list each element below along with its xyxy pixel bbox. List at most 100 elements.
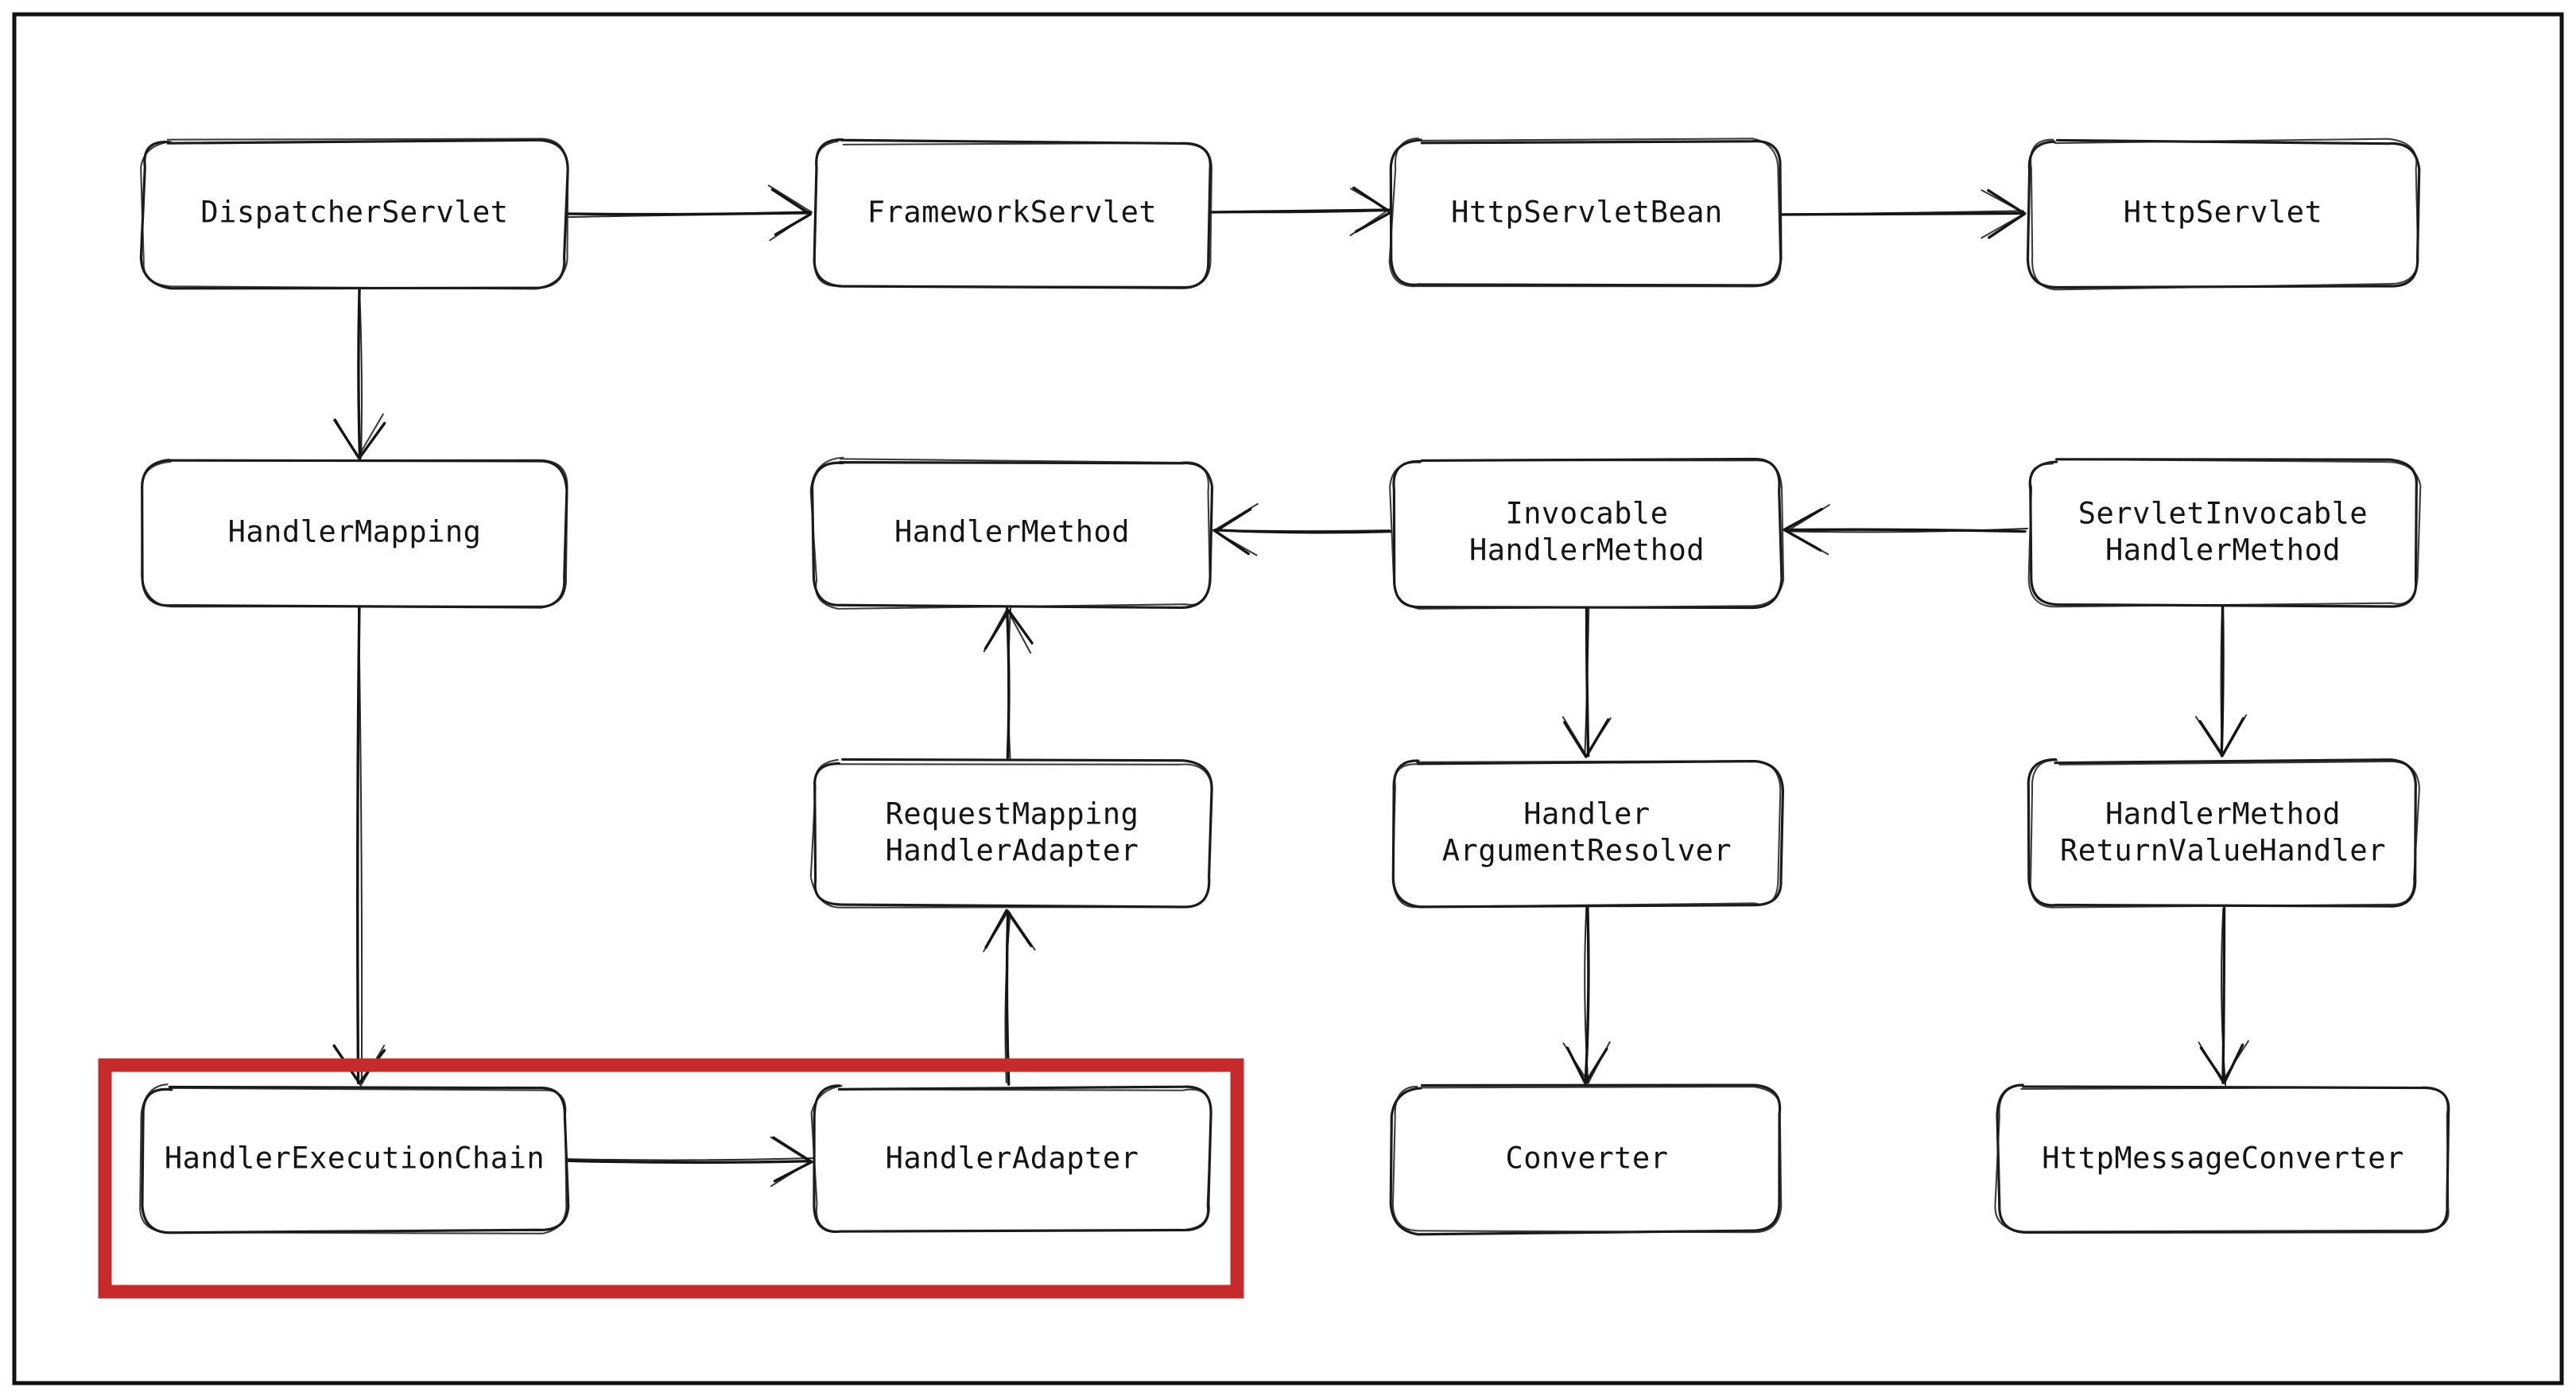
node-label: FrameworkServlet xyxy=(867,196,1157,230)
node-outline-sketch xyxy=(1391,760,1782,909)
node-outline xyxy=(2027,758,2417,908)
node-label: ArgumentResolver xyxy=(1442,834,1732,868)
arrow-head-icon xyxy=(772,1136,813,1183)
edge-line xyxy=(1783,528,2027,533)
arrow-head-sketch-icon xyxy=(1349,188,1390,237)
edge-line-sketch xyxy=(357,606,363,1083)
arrow-head-sketch-icon xyxy=(334,413,384,459)
edge-requestmapping-to-handlermethod xyxy=(983,606,1034,761)
edge-line-sketch xyxy=(1584,607,1590,756)
edge-line-sketch xyxy=(1007,606,1012,761)
edge-line xyxy=(356,606,361,1084)
node-label: HandlerMapping xyxy=(228,515,482,549)
node-handler-method[interactable]: HandlerMethod xyxy=(809,456,1214,610)
diagram-frame xyxy=(12,12,2564,1385)
node-http-servlet[interactable]: HttpServlet xyxy=(2026,138,2421,291)
node-framework-servlet[interactable]: FrameworkServlet xyxy=(813,138,1212,289)
node-handler-mapping[interactable]: HandlerMapping xyxy=(141,459,568,609)
node-outline-sketch xyxy=(813,140,1212,288)
arrow-head-sketch-icon xyxy=(1562,1041,1611,1083)
edge-servletinvocable-to-invocable xyxy=(1783,504,2029,556)
node-outline-sketch xyxy=(809,758,1213,909)
edge-handlermapping-to-handlerexecutionchain xyxy=(332,606,386,1087)
edge-line-sketch xyxy=(2220,606,2223,758)
node-outline-sketch xyxy=(141,459,568,608)
node-outline-sketch xyxy=(1391,1085,1783,1234)
arrow-head-sketch-icon xyxy=(767,184,813,242)
node-label: Invocable xyxy=(1506,497,1669,531)
node-label: ReturnValueHandler xyxy=(2060,834,2386,868)
node-label: HandlerAdapter xyxy=(886,1141,1139,1176)
edge-servletinvocable-to-returnvaluehandler xyxy=(2194,604,2248,758)
edge-line xyxy=(567,1159,813,1165)
node-label: Handler xyxy=(1523,797,1650,831)
edge-line-sketch xyxy=(1785,527,2029,533)
handler-adapter-highlight-box xyxy=(98,1058,1244,1299)
edge-invocable-to-argumentresolver xyxy=(1562,607,1612,758)
arrow-head-sketch-icon xyxy=(983,910,1036,952)
node-outline xyxy=(141,1085,570,1234)
edge-line-sketch xyxy=(566,1157,814,1161)
node-outline xyxy=(1389,138,1783,287)
node-http-message-converter[interactable]: HttpMessageConverter xyxy=(1994,1083,2450,1234)
node-converter[interactable]: Converter xyxy=(1389,1083,1783,1236)
node-label: HandlerMethod xyxy=(2105,533,2341,568)
arrow-head-sketch-icon xyxy=(1980,189,2026,239)
node-label: HttpMessageConverter xyxy=(2042,1141,2404,1176)
node-label: HandlerMethod xyxy=(2105,797,2341,831)
node-label: ServletInvocable xyxy=(2078,497,2368,531)
edge-dispatcher-to-handlermapping xyxy=(333,285,386,461)
node-handler-adapter[interactable]: HandlerAdapter xyxy=(810,1084,1212,1234)
arrow-head-sketch-icon xyxy=(1562,715,1612,757)
node-label: HttpServlet xyxy=(2124,196,2323,230)
edge-line-sketch xyxy=(1584,905,1589,1084)
edges-layer xyxy=(332,184,2249,1188)
edge-dispatcher-to-framework xyxy=(564,184,813,242)
node-outline-sketch xyxy=(810,1085,1212,1233)
node-outline-sketch xyxy=(2027,458,2422,608)
edge-line-sketch xyxy=(358,285,363,459)
edge-line-sketch xyxy=(1212,529,1391,533)
edge-line-sketch xyxy=(1781,210,2024,215)
node-outline-sketch xyxy=(2029,759,2420,909)
node-label: HandlerExecutionChain xyxy=(165,1141,545,1176)
edge-argumentresolver-to-converter xyxy=(1562,905,1611,1085)
nodes-layer: DispatcherServlet FrameworkServlet HttpSer… xyxy=(139,137,2450,1236)
edge-line xyxy=(357,285,362,461)
node-label: HandlerMethod xyxy=(894,515,1130,549)
node-outline-sketch xyxy=(1389,459,1785,610)
edge-handlerexecutionchain-to-handleradapter xyxy=(566,1136,814,1188)
arrow-head-sketch-icon xyxy=(770,1136,811,1188)
arrow-head-sketch-icon xyxy=(2194,714,2248,758)
arrow-head-sketch-icon xyxy=(1212,502,1259,556)
node-outline-sketch xyxy=(809,456,1211,610)
node-label: Converter xyxy=(1506,1141,1669,1176)
edge-framework-to-httpservletbean xyxy=(1207,186,1394,237)
node-outline-sketch xyxy=(2030,138,2419,291)
edge-invocable-to-handlermethod xyxy=(1212,502,1392,556)
node-label: RequestMapping xyxy=(886,797,1139,831)
node-label: HandlerAdapter xyxy=(886,834,1139,868)
arrow-head-sketch-icon xyxy=(983,608,1032,654)
edge-line-sketch xyxy=(567,212,811,219)
edge-handleradapter-to-requestmapping xyxy=(983,909,1036,1086)
node-outline-sketch xyxy=(140,138,569,290)
arrow-head-sketch-icon xyxy=(1786,504,1830,556)
node-handler-execution-chain[interactable]: HandlerExecutionChain xyxy=(139,1083,570,1234)
node-label: HandlerMethod xyxy=(1469,533,1705,568)
node-label: HttpServletBean xyxy=(1451,196,1723,230)
arrow-head-sketch-icon xyxy=(2198,1040,2249,1083)
node-outline-sketch xyxy=(1994,1083,2450,1233)
arrow-head-icon xyxy=(2199,1043,2244,1084)
node-http-servlet-bean[interactable]: HttpServletBean xyxy=(1388,137,1783,288)
edge-line xyxy=(564,211,812,216)
node-dispatcher-servlet[interactable]: DispatcherServlet xyxy=(139,138,569,290)
node-label: DispatcherServlet xyxy=(200,196,508,230)
